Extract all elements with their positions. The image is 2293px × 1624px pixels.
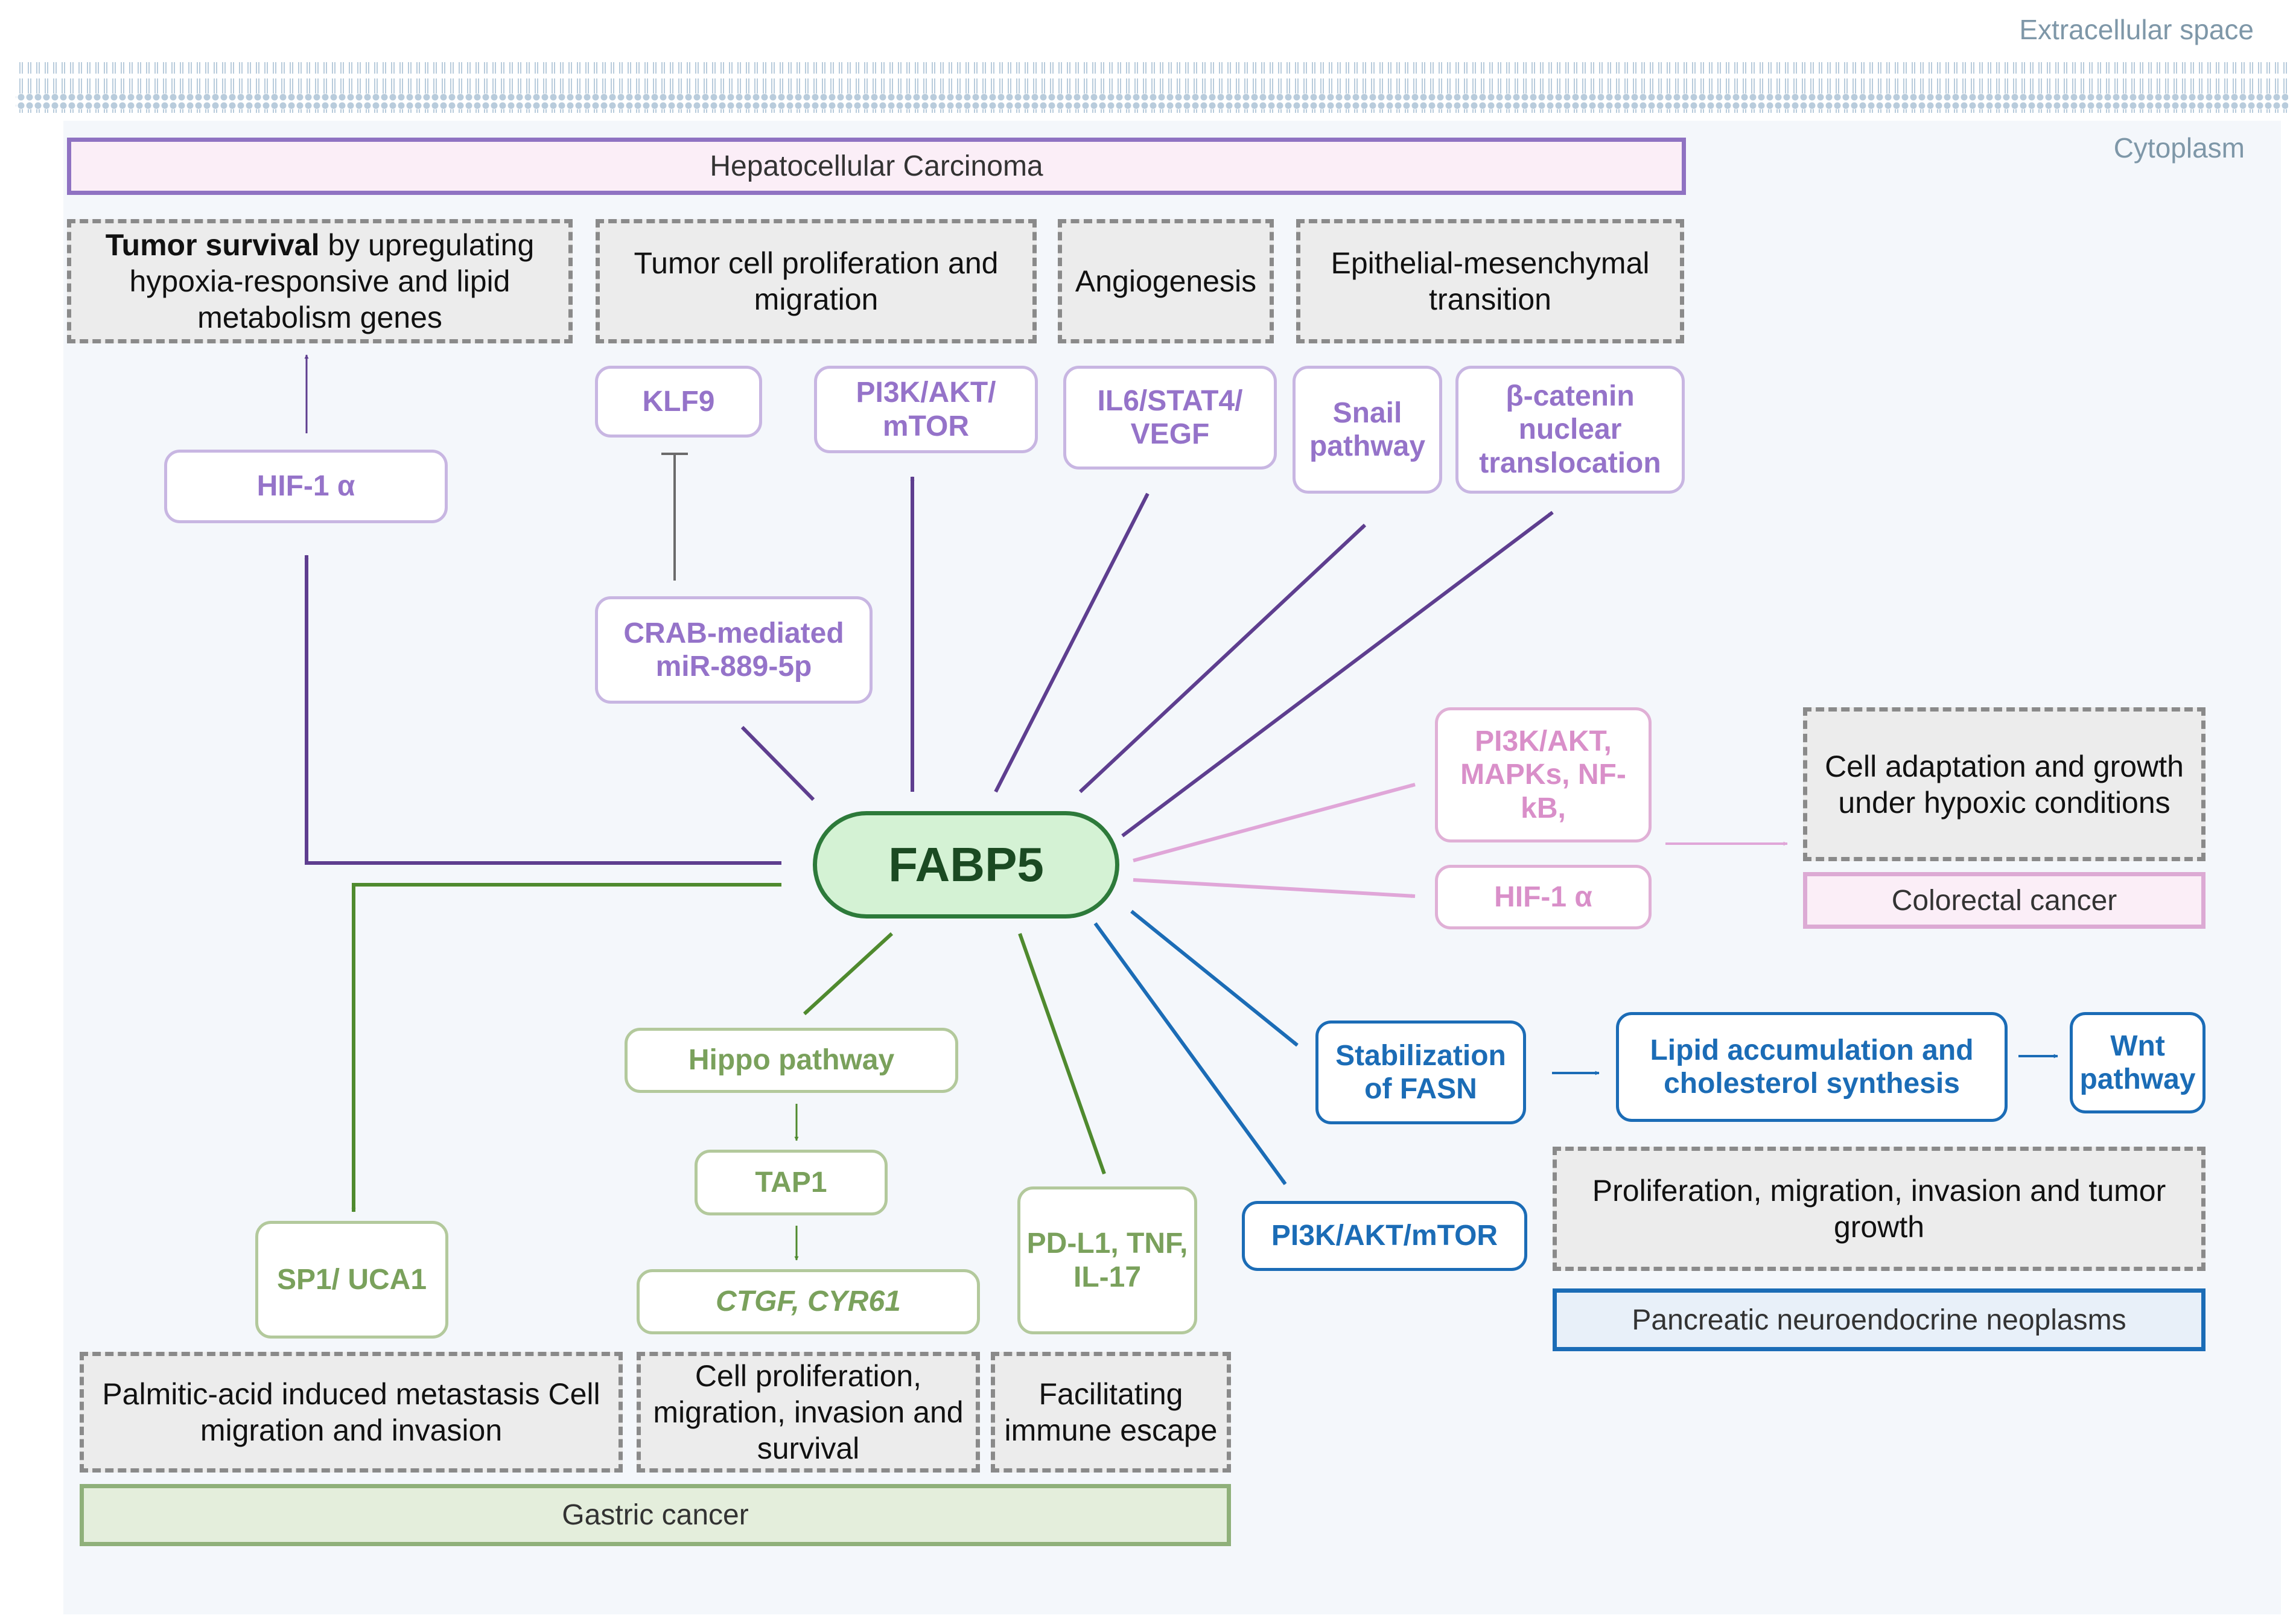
inhibition-crab-klf9: [661, 453, 688, 581]
hcc-node-snail-pathway: Snail pathway: [1293, 366, 1442, 494]
hcc-outcome-tumor-survival: Tumor survival by upregulating hypoxia-r…: [67, 219, 573, 343]
pnet-node-pi3k-akt-mtor: PI3K/AKT/mTOR: [1242, 1201, 1527, 1271]
gc-node-tap1: TAP1: [695, 1150, 888, 1215]
hcc-arrows: [304, 476, 1554, 865]
gc-node-sp1-uca1: SP1/ UCA1: [255, 1221, 448, 1339]
arrow-fabp5-crc-hif: [1133, 878, 1416, 899]
gastric-cancer-bar: Gastric cancer: [80, 1484, 1231, 1546]
colorectal-cancer-bar: Colorectal cancer: [1803, 872, 2206, 929]
hcc-outcome-emt: Epithelial-mesenchymal transition: [1296, 219, 1684, 343]
gc-outcome-immune-escape: Facilitating immune escape: [991, 1352, 1231, 1473]
pnet-cancer-bar: Pancreatic neuroendocrine neoplasms: [1553, 1288, 2206, 1351]
tumor-survival-rest: by upregulating hypoxia-responsive and l…: [129, 228, 535, 334]
arrow-fabp5-pnet-pi3k: [1093, 922, 1287, 1185]
hcc-outcome-angiogenesis: Angiogenesis: [1058, 219, 1274, 343]
arrow-fabp5-crc-pi3k: [1133, 783, 1416, 862]
gc-outcome-proliferation: Cell proliferation, migration, invasion …: [637, 1352, 980, 1473]
hcc-outcome-proliferation: Tumor cell proliferation and migration: [596, 219, 1037, 343]
crc-outcome-hypoxic-growth: Cell adaptation and growth under hypoxic…: [1803, 707, 2206, 861]
gc-node-pdl1-tnf-il17: PD-L1, TNF, IL-17: [1017, 1186, 1197, 1334]
pnet-outcome-proliferation: Proliferation, migration, invasion and t…: [1553, 1147, 2206, 1271]
extracellular-space-label: Extracellular space: [2019, 14, 2254, 45]
gc-outcome-metastasis: Palmitic-acid induced metastasis Cell mi…: [80, 1352, 623, 1473]
arrow-fabp5-catenin: [1121, 511, 1554, 838]
cytoplasm-label: Cytoplasm: [2113, 132, 2245, 164]
hcc-node-hif1a: HIF-1 α: [164, 450, 448, 523]
hcc-node-crab-mirna: CRAB-mediated miR-889-5p: [595, 596, 873, 704]
fabp5-center-node: FABP5: [813, 811, 1119, 919]
arrow-fabp5-hippo: [803, 932, 894, 1016]
crc-node-pi3k-mapk-nfkb: PI3K/AKT, MAPKs, NF-kB,: [1435, 707, 1652, 842]
hcc-cancer-bar: Hepatocellular Carcinoma: [67, 138, 1686, 195]
hcc-node-klf9: KLF9: [595, 366, 762, 438]
gc-node-hippo-pathway: Hippo pathway: [625, 1028, 958, 1093]
hcc-node-beta-catenin: β-catenin nuclear translocation: [1455, 366, 1685, 494]
crc-arrows: [1133, 783, 1416, 899]
arrow-fabp5-sp1: [351, 883, 781, 1212]
arrow-fabp5-pdl1: [1018, 933, 1106, 1174]
hcc-node-pi3k-akt-mtor: PI3K/AKT/ mTOR: [814, 366, 1038, 453]
cell-membrane: [16, 62, 2288, 113]
arrow-fabp5-hif: [304, 555, 781, 865]
arrow-fabp5-crab: [740, 725, 815, 801]
arrow-fabp5-snail: [1078, 523, 1367, 794]
arrow-fabp5-fasn: [1130, 909, 1299, 1047]
gc-node-ctgf-cyr61: CTGF, CYR61: [637, 1269, 980, 1334]
tumor-survival-bold: Tumor survival: [105, 228, 320, 262]
pnet-node-wnt-pathway: Wnt pathway: [2070, 1012, 2206, 1113]
arrow-fabp5-il6: [994, 492, 1150, 793]
gc-arrows: [351, 883, 1106, 1212]
pnet-node-lipid-cholesterol: Lipid accumulation and cholesterol synth…: [1616, 1012, 2008, 1122]
hcc-node-il6-stat4-vegf: IL6/STAT4/ VEGF: [1063, 366, 1277, 470]
pnet-node-fasn: Stabilization of FASN: [1315, 1021, 1526, 1124]
crc-node-hif1a: HIF-1 α: [1435, 865, 1652, 929]
pnet-arrows: [1093, 909, 1299, 1185]
